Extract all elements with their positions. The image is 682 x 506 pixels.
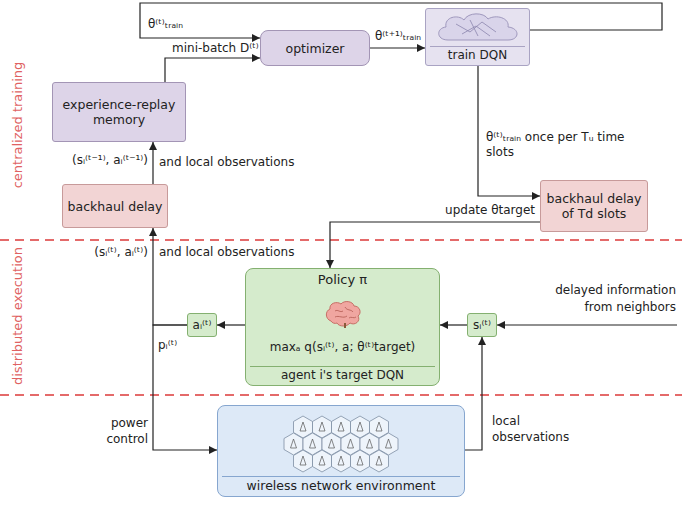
state-box: sᵢ⁽ᵗ⁾ xyxy=(467,313,497,337)
box-title: backhaul delay xyxy=(68,199,163,214)
connector xyxy=(440,324,467,325)
section-label: centralized training xyxy=(10,62,26,189)
connector xyxy=(152,142,153,184)
cloud-icon xyxy=(430,10,526,46)
edge-label: θ⁽ᵗ⁺¹⁾ₜᵣₐᵢₙ xyxy=(371,29,425,44)
edge-label: θ⁽ᵗ⁾ₜᵣₐᵢₙ xyxy=(148,17,228,32)
brain-icon xyxy=(323,299,363,329)
section-label: distributed execution xyxy=(10,247,26,385)
note-label: power xyxy=(70,416,148,431)
note-label: from neighbors xyxy=(526,300,676,315)
environment-box: wireless network environment xyxy=(217,405,465,497)
edge-label: update θtarget xyxy=(420,203,535,218)
action-box: aᵢ⁽ᵗ⁾ xyxy=(187,313,217,337)
note-label: and local observations xyxy=(159,155,319,170)
memory-box: experience-replay memory xyxy=(52,82,186,142)
note-label: local xyxy=(492,414,602,429)
box-title: backhaul delay of Td slots xyxy=(545,191,643,221)
delay-box: backhaul delay of Td slots xyxy=(540,180,648,232)
cell-grid-icon xyxy=(241,414,441,476)
box-title: sᵢ⁽ᵗ⁾ xyxy=(473,318,491,332)
note-label: observations xyxy=(492,430,602,445)
edge-label: (sᵢ⁽ᵗ⁻¹⁾, aᵢ⁽ᵗ⁻¹⁾) xyxy=(30,153,148,168)
connector xyxy=(370,47,425,48)
box-title: train DQN xyxy=(430,46,525,62)
input-arrow xyxy=(497,324,677,325)
train-dqn-box: train DQN xyxy=(425,8,530,66)
edge-label: mini-batch D⁽ᵗ⁾ xyxy=(172,41,272,56)
edge-label: θ⁽ᵗ⁾ₜᵣₐᵢₙ once per Tᵤ time slots xyxy=(486,130,656,160)
box-title: Policy π xyxy=(318,272,367,288)
box-title: optimizer xyxy=(286,41,345,56)
box-text: maxₐ q(sᵢ⁽ᵗ⁾, a; θ⁽ᵗ⁾target) xyxy=(270,340,416,354)
connector xyxy=(330,222,540,268)
note-label: control xyxy=(70,432,148,447)
connector xyxy=(153,325,217,450)
box-title: experience-replay memory xyxy=(57,97,181,127)
connector xyxy=(165,58,260,82)
edge-label: (sᵢ⁽ᵗ⁾, aᵢ⁽ᵗ⁾) xyxy=(40,245,148,260)
edge-label: pᵢ⁽ᵗ⁾ xyxy=(158,338,186,353)
delay-box: backhaul delay xyxy=(62,184,168,228)
divider-line xyxy=(0,394,682,396)
connector xyxy=(217,324,245,325)
box-text: agent i's target DQN xyxy=(250,366,435,382)
policy-box: Policy π maxₐ q(sᵢ⁽ᵗ⁾, a; θ⁽ᵗ⁾target) age… xyxy=(245,268,440,386)
note-label: and local observations xyxy=(159,245,319,260)
connector xyxy=(465,337,482,450)
optimizer-box: optimizer xyxy=(260,30,370,66)
box-title: aᵢ⁽ᵗ⁾ xyxy=(193,318,212,332)
connector xyxy=(153,228,187,325)
divider-line xyxy=(0,239,682,241)
box-title: wireless network environment xyxy=(222,476,460,493)
note-label: delayed information xyxy=(526,283,676,298)
